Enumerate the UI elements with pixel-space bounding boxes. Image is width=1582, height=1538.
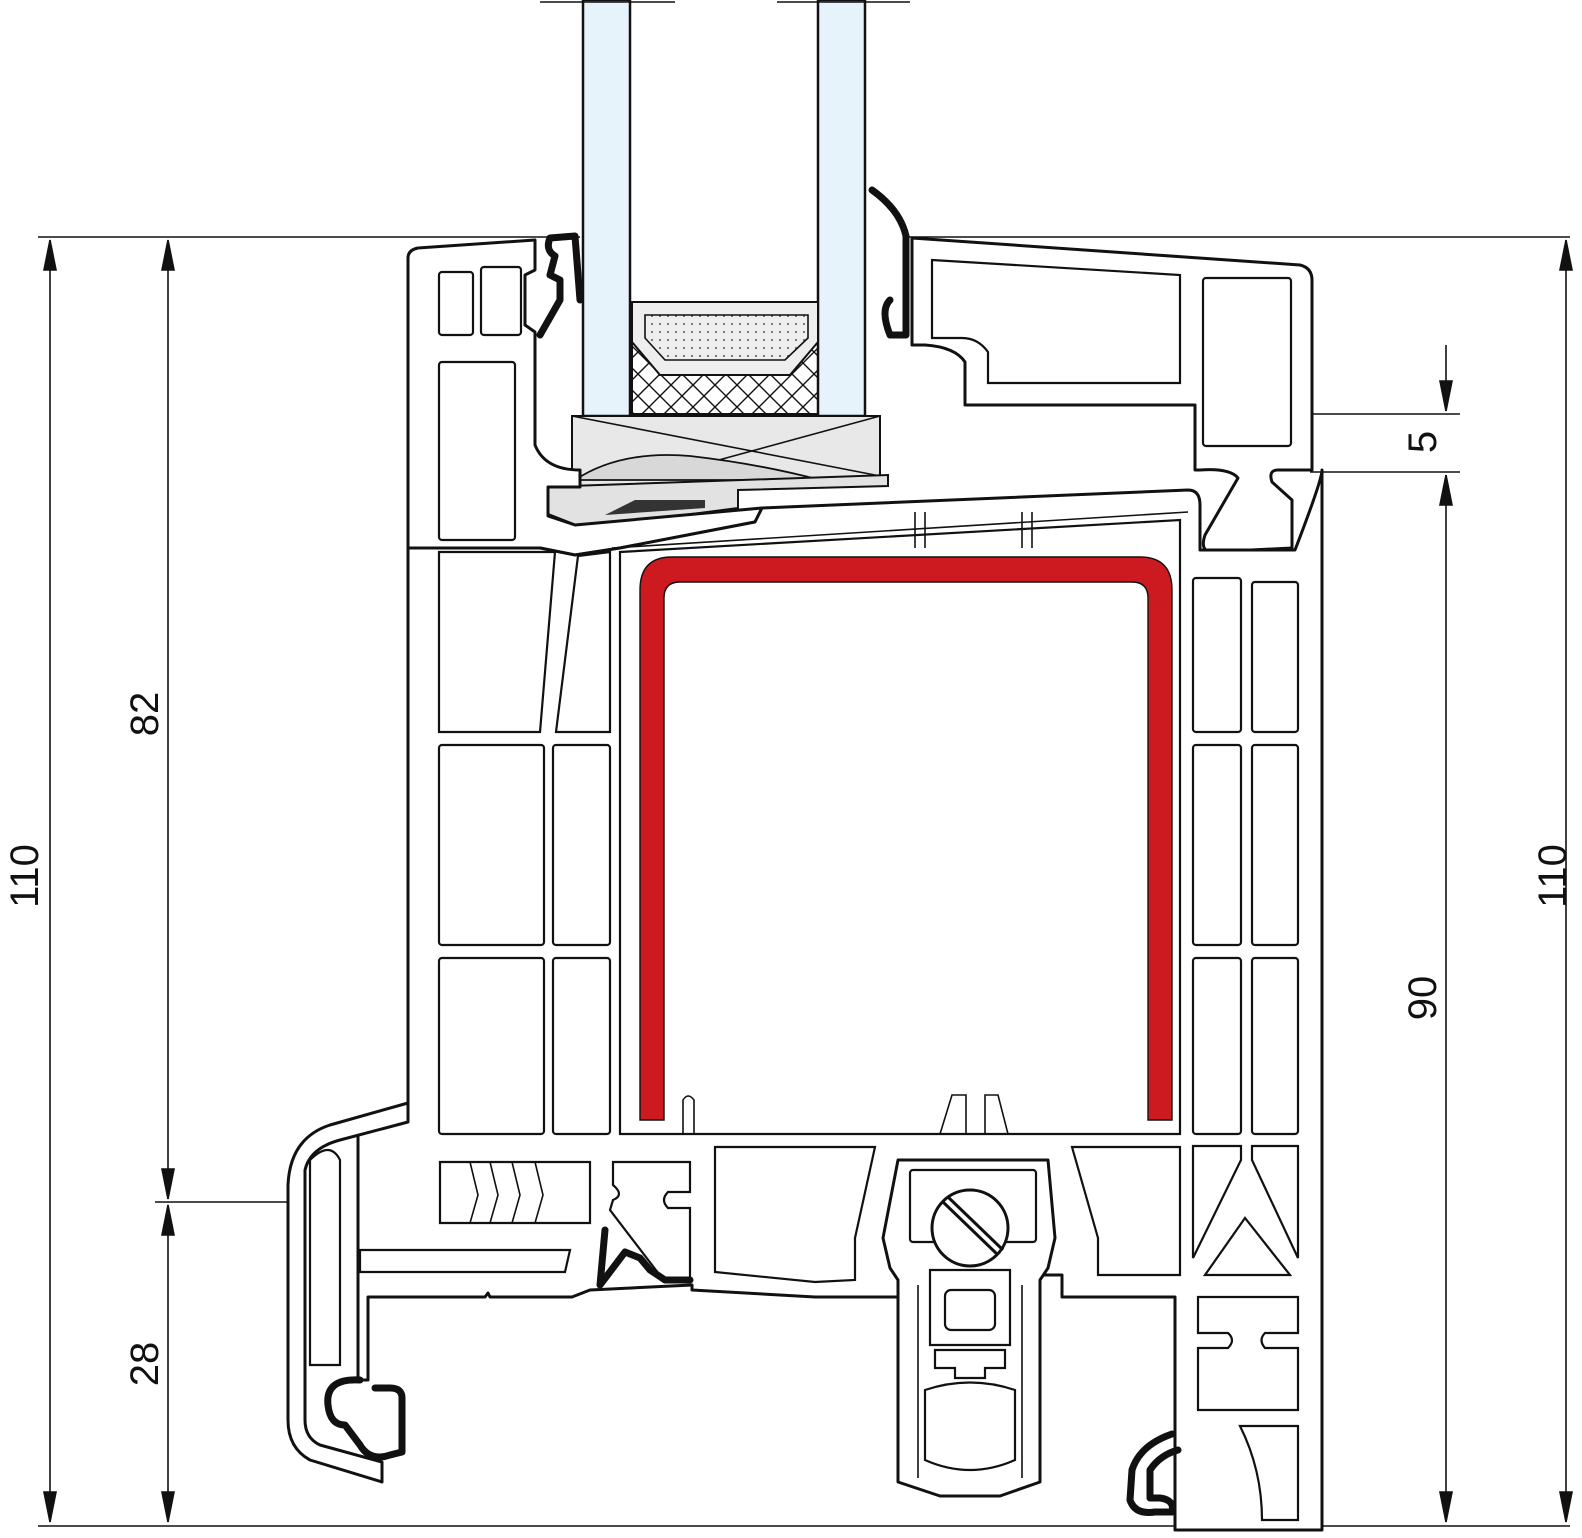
gaskets — [324, 186, 1182, 1516]
frame-bottom-chambers — [308, 1145, 1182, 1367]
dim-right-lower: 90 — [1401, 976, 1445, 1021]
sash-profile — [406, 238, 764, 557]
sash-nose — [286, 1101, 410, 1484]
reinforcement-chamber — [618, 512, 1182, 1136]
dim-right-total: 110 — [1531, 844, 1575, 908]
glass-pane-inner — [816, 0, 867, 418]
dimension-lines — [38, 236, 1573, 1527]
hardware-cassette — [881, 1158, 1057, 1498]
frame-right-chambers — [1191, 576, 1300, 1522]
sash-chambers — [437, 550, 612, 1136]
gasket-weather-right — [1126, 1430, 1182, 1516]
dim-left-total: 110 — [3, 844, 47, 908]
dim-left-upper: 82 — [123, 692, 167, 737]
glass-pane-outer — [581, 0, 632, 418]
gasket-inner-glazing — [868, 186, 910, 339]
gasket-weather-left — [324, 1376, 406, 1461]
dim-left-lower: 28 — [123, 1342, 167, 1387]
steel-reinforcement — [639, 556, 1173, 1121]
gasket-sash-bottom — [596, 1226, 694, 1289]
glass-spacer — [631, 301, 819, 415]
gasket-outer-glazing — [536, 232, 584, 339]
dim-right-upper: 5 — [1401, 431, 1445, 453]
